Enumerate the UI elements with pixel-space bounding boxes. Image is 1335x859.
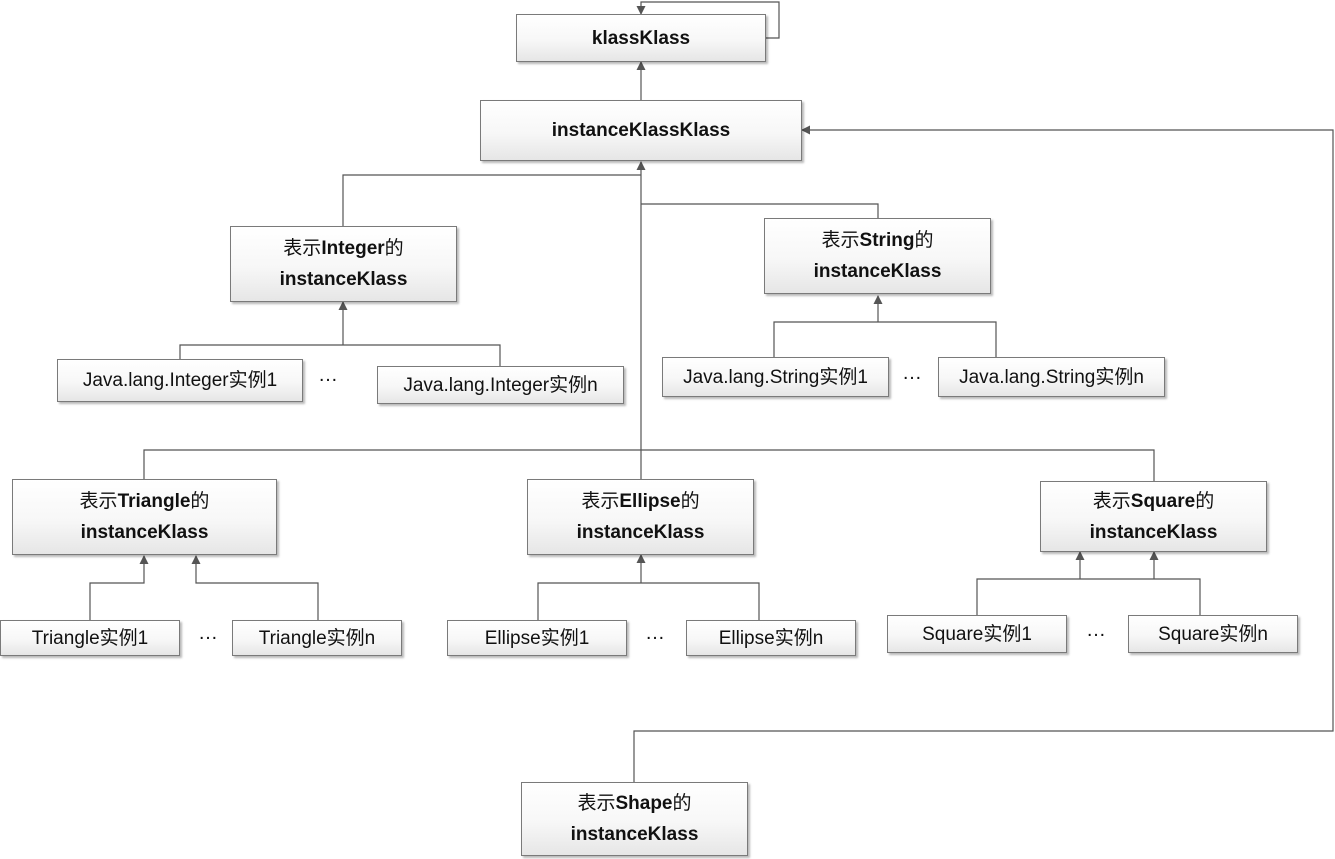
node-string-instance-klass: 表示String的 instanceKlass xyxy=(764,218,991,294)
node-integer-instance-klass: 表示Integer的 instanceKlass xyxy=(230,226,457,302)
instance-triangle-n: Triangle实例n xyxy=(232,620,402,656)
edge-integer-instances xyxy=(179,344,501,366)
instance-ellipse-n-label: Ellipse实例n xyxy=(718,627,824,649)
node-shape-name: Shape xyxy=(615,793,673,814)
instance-integer-1: Java.lang.Integer实例1 xyxy=(57,359,303,402)
klassklass-self-loop xyxy=(636,1,780,39)
ellipsis-square: … xyxy=(1086,619,1107,641)
node-square-instance-klass: 表示Square的 instanceKlass xyxy=(1040,481,1267,552)
node-square-name: Square xyxy=(1130,490,1196,512)
edge-shapes-to-trunk xyxy=(143,449,1155,481)
instance-integer-1-label: Java.lang.Integer实例1 xyxy=(82,370,278,391)
ellipsis-triangle: … xyxy=(198,622,219,644)
node-ellipse-suffix: 的 xyxy=(680,491,700,512)
instance-square-n-label: Square实例n xyxy=(1158,623,1268,645)
instance-square-1: Square实例1 xyxy=(887,615,1067,653)
node-triangle-suffix: 的 xyxy=(190,491,210,512)
node-ellipse-line2: instanceKlass xyxy=(576,522,705,543)
node-triangle-instance-klass: 表示Triangle的 instanceKlass xyxy=(12,479,277,555)
node-shape-line2: instanceKlass xyxy=(570,824,699,845)
edge-ellipse-instances xyxy=(537,582,760,620)
node-integer-line1: 表示Integer的 xyxy=(283,233,403,264)
instance-ellipse-1: Ellipse实例1 xyxy=(447,620,627,656)
node-shape-instance-klass: 表示Shape的 instanceKlass xyxy=(521,782,748,856)
node-string-line1: 表示String的 xyxy=(822,225,934,256)
node-square-prefix: 表示 xyxy=(1092,490,1131,512)
node-ellipse-name: Ellipse xyxy=(619,491,681,512)
node-ellipse-instance-klass: 表示Ellipse的 instanceKlass xyxy=(527,479,754,555)
edge-triangle-n xyxy=(191,555,319,620)
node-ellipse-line1: 表示Ellipse的 xyxy=(581,486,699,517)
edge-string-instances xyxy=(773,321,997,357)
node-shape-line1: 表示Shape的 xyxy=(577,788,691,819)
instance-triangle-1: Triangle实例1 xyxy=(0,620,180,656)
node-string-suffix: 的 xyxy=(914,230,934,251)
edge-integer-to-trunk xyxy=(342,174,641,226)
instance-triangle-1-label: Triangle实例1 xyxy=(31,627,149,649)
node-integer-suffix: 的 xyxy=(384,238,404,259)
node-integer-prefix: 表示 xyxy=(283,238,322,259)
instance-string-1: Java.lang.String实例1 xyxy=(662,357,889,397)
instance-square-1-label: Square实例1 xyxy=(922,623,1032,645)
instance-ellipse-1-label: Ellipse实例1 xyxy=(484,627,590,649)
node-klassklass: klassKlass xyxy=(516,14,766,62)
node-integer-line2: instanceKlass xyxy=(279,269,408,290)
node-shape-prefix: 表示 xyxy=(577,793,616,814)
instance-triangle-n-label: Triangle实例n xyxy=(258,627,376,649)
instance-ellipse-n: Ellipse实例n xyxy=(686,620,856,656)
node-triangle-prefix: 表示 xyxy=(79,491,118,512)
node-integer-name: Integer xyxy=(321,238,385,259)
node-square-line1: 表示Square的 xyxy=(1093,486,1214,517)
node-string-prefix: 表示 xyxy=(821,230,860,251)
node-triangle-line2: instanceKlass xyxy=(80,522,209,543)
node-square-suffix: 的 xyxy=(1195,490,1215,512)
instance-square-n: Square实例n xyxy=(1128,615,1298,653)
ellipsis-integer: … xyxy=(318,364,339,386)
node-instance-klass-klass: instanceKlassKlass xyxy=(480,100,802,161)
node-square-line2: instanceKlass xyxy=(1089,521,1218,543)
node-string-name: String xyxy=(859,230,915,251)
edge-string-to-trunk xyxy=(641,203,879,218)
ellipsis-string: … xyxy=(902,362,923,384)
node-shape-suffix: 的 xyxy=(672,793,692,814)
instance-string-1-label: Java.lang.String实例1 xyxy=(683,366,868,388)
instance-string-n: Java.lang.String实例n xyxy=(938,357,1165,397)
instance-integer-n-label: Java.lang.Integer实例n xyxy=(403,374,598,396)
edge-shape-to-ikk xyxy=(633,125,1334,782)
ellipsis-ellipse: … xyxy=(645,622,666,644)
node-klassklass-label: klassKlass xyxy=(591,27,691,49)
node-ikk-label: instanceKlassKlass xyxy=(551,120,731,141)
node-string-line2: instanceKlass xyxy=(813,261,942,282)
node-ellipse-prefix: 表示 xyxy=(581,491,620,512)
instance-string-n-label: Java.lang.String实例n xyxy=(959,366,1144,388)
edge-square-instances xyxy=(976,578,1201,615)
node-triangle-line1: 表示Triangle的 xyxy=(80,486,210,517)
edge-triangle-1 xyxy=(89,555,149,620)
node-triangle-name: Triangle xyxy=(117,491,191,512)
instance-integer-n: Java.lang.Integer实例n xyxy=(377,366,624,404)
